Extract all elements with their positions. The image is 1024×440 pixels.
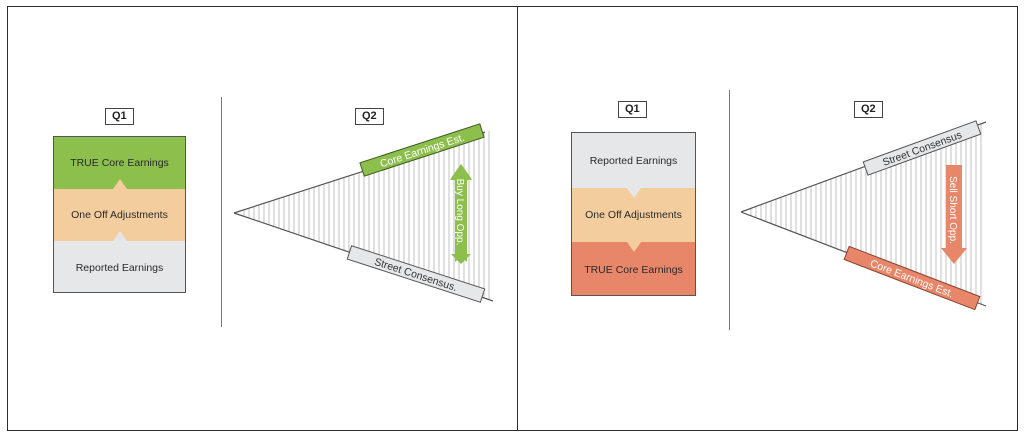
right-segment-reported-earnings: Reported Earnings bbox=[572, 133, 695, 188]
right-notch-down-icon bbox=[626, 188, 641, 198]
right-wedge-hatching bbox=[750, 123, 982, 305]
left-arrow-label: Buy Long Opp. bbox=[454, 179, 465, 246]
right-arrow-label: Sell Short Opp. bbox=[947, 176, 958, 244]
right-divider bbox=[729, 90, 730, 330]
left-notch-up-icon bbox=[112, 179, 127, 189]
left-q1-label: Q1 bbox=[105, 108, 134, 125]
right-street-consensus-bar: Street Consensus bbox=[862, 120, 982, 176]
left-q2-label: Q2 bbox=[355, 108, 384, 125]
left-earnings-stack: TRUE Core Earnings One Off Adjustments R… bbox=[53, 136, 186, 293]
right-bottom-bar-label: Core Earnings Est. bbox=[868, 258, 955, 301]
right-notch-down-icon-2 bbox=[626, 242, 641, 252]
right-earnings-stack: Reported Earnings One Off Adjustments TR… bbox=[571, 132, 696, 296]
left-notch-up-icon-2 bbox=[112, 231, 127, 241]
right-sell-arrow-icon: Sell Short Opp. bbox=[941, 165, 967, 264]
left-divider bbox=[221, 97, 222, 327]
left-buy-arrow-icon: Buy Long Opp. bbox=[450, 164, 472, 264]
right-q1-label: Q1 bbox=[618, 101, 647, 118]
right-q2-label: Q2 bbox=[854, 101, 883, 118]
left-segment-reported-earnings: Reported Earnings bbox=[54, 241, 185, 292]
